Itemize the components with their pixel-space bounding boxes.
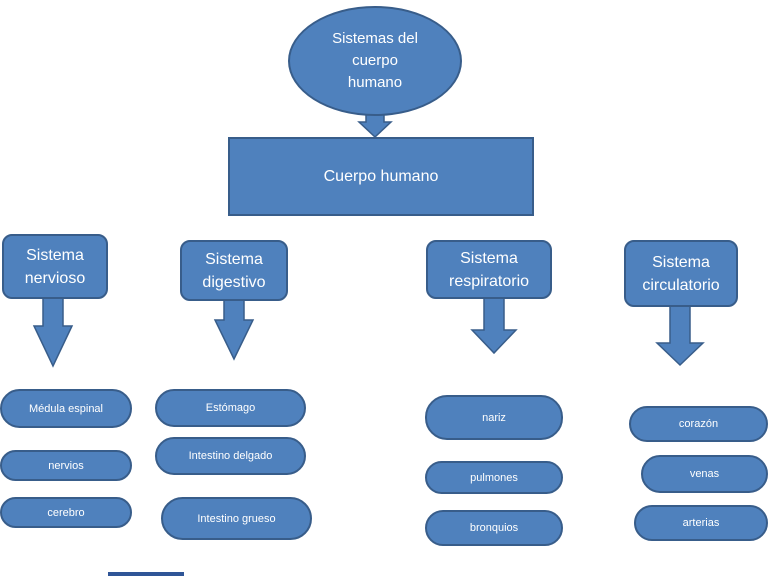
item-pulmones: pulmones	[425, 461, 563, 494]
item-cerebro: cerebro	[0, 497, 132, 528]
title-node: Sistemas del cuerpo humano	[288, 6, 462, 116]
item-estomago: Estómago	[155, 389, 306, 427]
category-label: Sistema circulatorio	[642, 253, 720, 294]
category-digestivo: Sistema digestivo	[180, 240, 288, 301]
item-arterias: arterias	[634, 505, 768, 541]
arrow-nervioso	[32, 297, 74, 368]
item-intestino-grueso: Intestino grueso	[161, 497, 312, 540]
item-corazon: corazón	[629, 406, 768, 442]
category-label: Sistema nervioso	[24, 246, 86, 287]
item-label: bronquios	[469, 522, 519, 534]
item-label: pulmones	[470, 471, 518, 484]
item-medula-espinal: Médula espinal	[0, 389, 132, 428]
item-label: Estómago	[205, 402, 256, 414]
category-nervioso: Sistema nervioso	[2, 234, 108, 299]
center-node: Cuerpo humano	[228, 137, 534, 216]
item-label: Médula espinal	[29, 402, 103, 415]
item-label: nariz	[482, 411, 506, 424]
item-label: corazón	[678, 418, 719, 430]
item-label: cerebro	[47, 506, 85, 519]
category-label: Sistema respiratorio	[448, 249, 530, 290]
item-nariz: nariz	[425, 395, 563, 440]
category-respiratorio: Sistema respiratorio	[426, 240, 552, 299]
item-venas: venas	[641, 455, 768, 493]
center-label: Cuerpo humano	[323, 167, 439, 185]
arrow-circulatorio	[655, 305, 705, 367]
category-label: Sistema digestivo	[202, 250, 266, 291]
item-nervios: nervios	[0, 450, 132, 481]
item-label: Intestino grueso	[197, 512, 276, 525]
category-circulatorio: Sistema circulatorio	[624, 240, 738, 307]
title-label: Sistemas del cuerpo humano	[332, 30, 418, 91]
arrow-respiratorio	[470, 297, 518, 355]
item-label: venas	[689, 468, 720, 480]
item-label: nervios	[48, 459, 84, 472]
item-intestino-delgado: Intestino delgado	[155, 437, 306, 475]
arrow-digestivo	[213, 299, 255, 361]
item-bronquios: bronquios	[425, 510, 563, 546]
item-label: Intestino delgado	[188, 450, 273, 462]
logo-strip	[108, 572, 184, 576]
item-label: arterias	[682, 517, 720, 529]
